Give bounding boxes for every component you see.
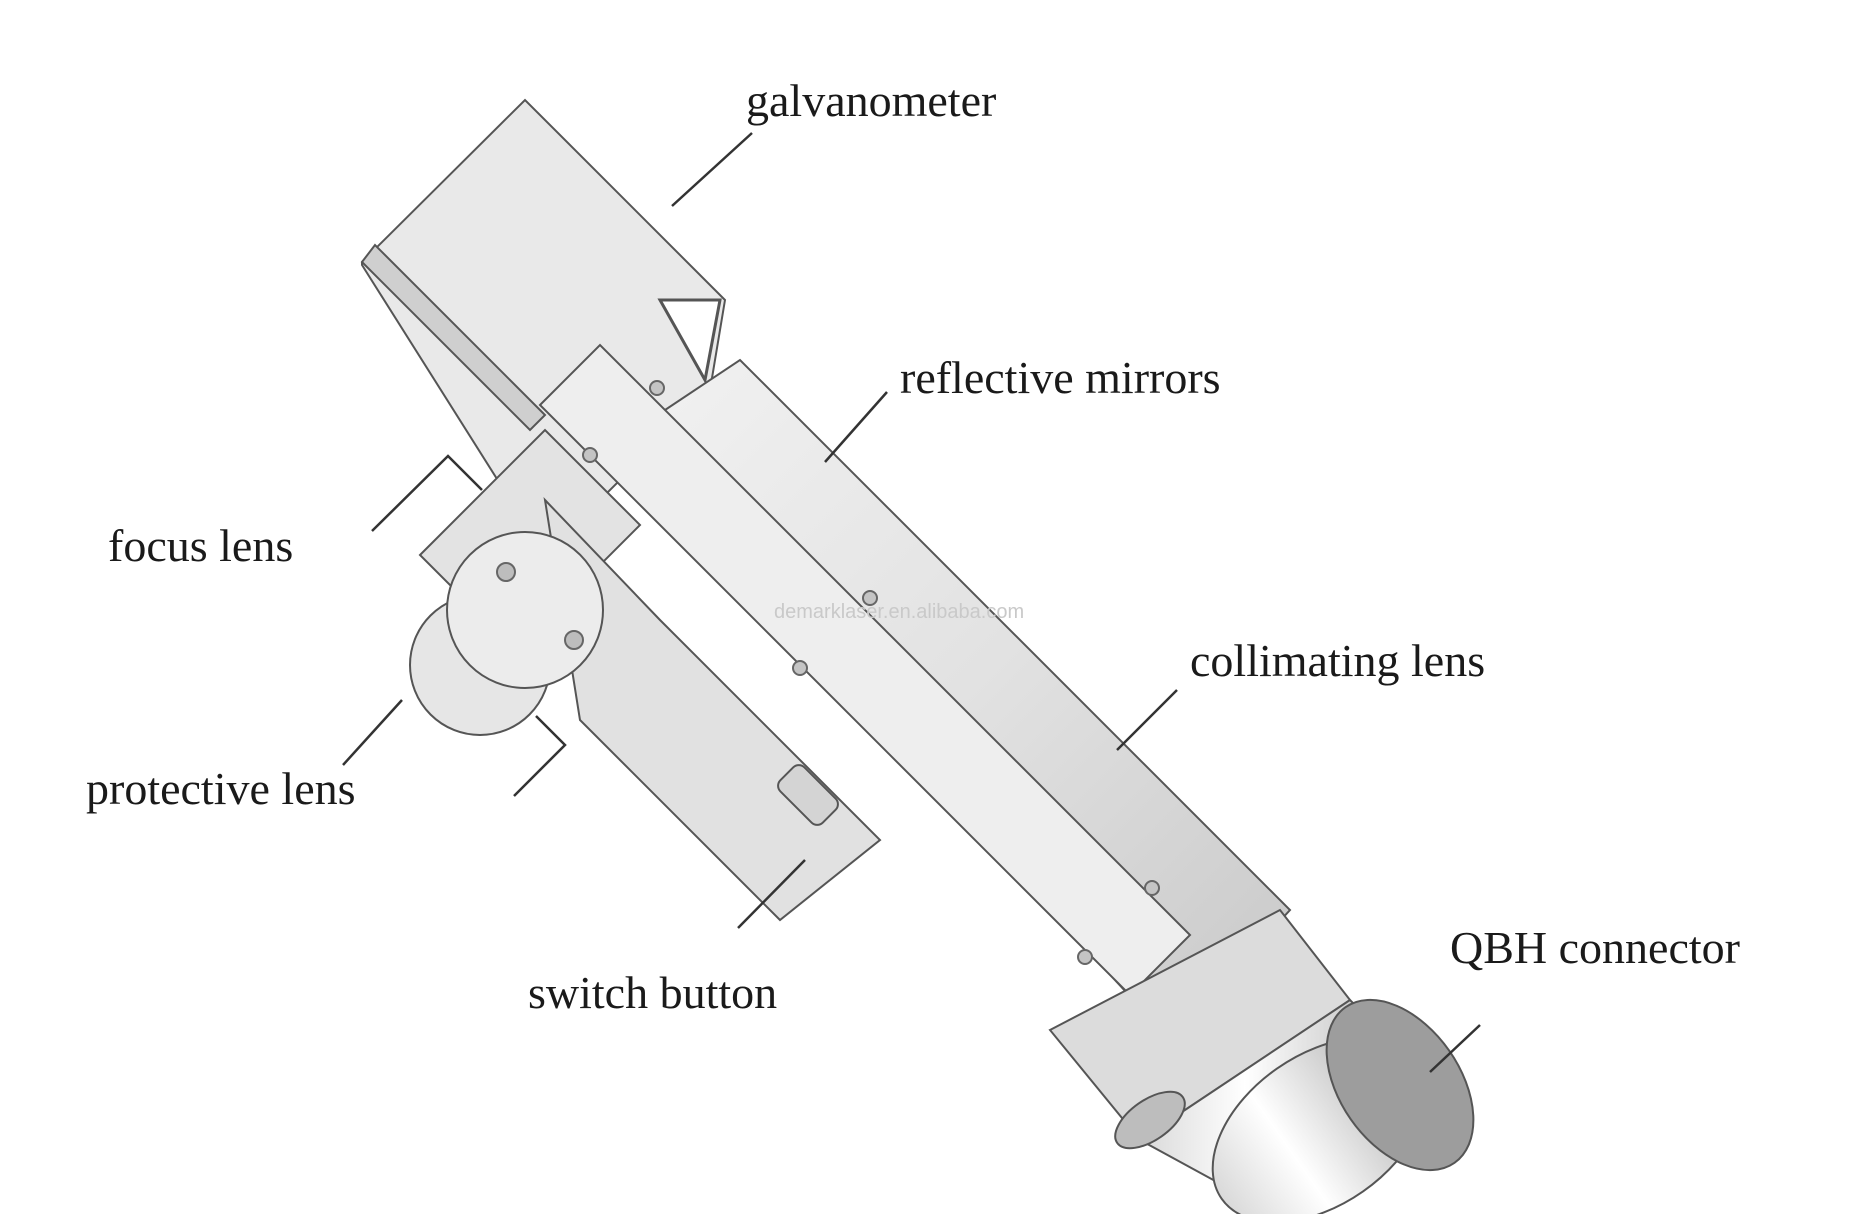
watermark: demarklaser.en.alibaba.com bbox=[774, 601, 1025, 623]
leader-lines bbox=[342, 132, 1481, 1073]
leader-qbh-connector bbox=[1429, 1024, 1481, 1073]
label-collimating-lens: collimating lens bbox=[1190, 635, 1486, 686]
qbh-connector-part bbox=[1048, 908, 1475, 1214]
leader-protective-lens bbox=[342, 699, 403, 766]
leader-reflective-mirrors bbox=[824, 391, 888, 463]
switch-button-part bbox=[777, 764, 839, 826]
label-switch-button: switch button bbox=[528, 967, 778, 1018]
leader-galvanometer bbox=[671, 132, 753, 207]
leader-protective-lens-bracket bbox=[513, 715, 567, 797]
label-qbh-connector: QBH connector bbox=[1450, 922, 1740, 973]
label-reflective-mirrors: reflective mirrors bbox=[900, 352, 1221, 403]
label-focus-lens: focus lens bbox=[108, 520, 294, 571]
label-galvanometer: galvanometer bbox=[746, 75, 997, 126]
leader-collimating-lens bbox=[1116, 689, 1178, 751]
label-protective-lens: protective lens bbox=[86, 763, 356, 814]
cover-plate bbox=[538, 343, 1192, 997]
leader-switch-button bbox=[737, 859, 806, 929]
protective-lens-cap bbox=[409, 531, 604, 736]
leader-focus-lens bbox=[371, 454, 483, 532]
